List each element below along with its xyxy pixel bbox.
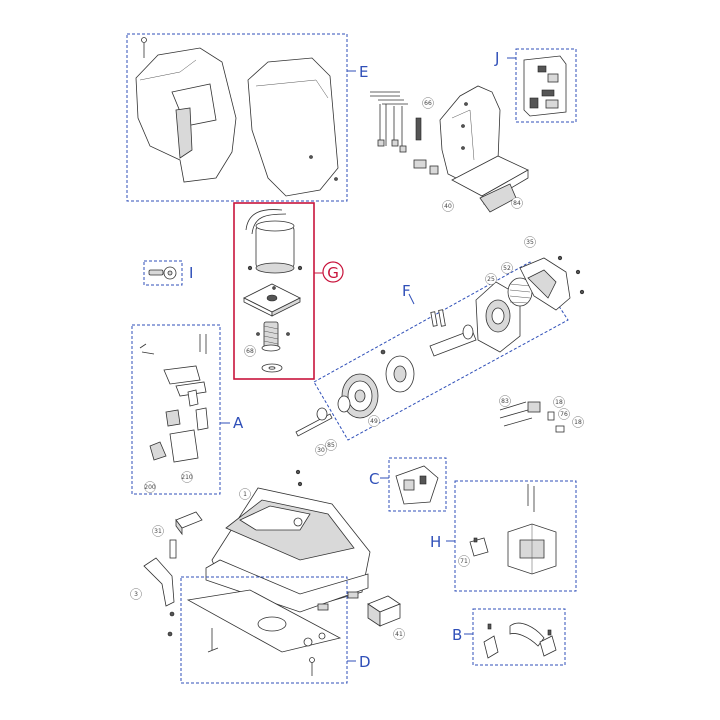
- capacitor-board: [395, 465, 439, 505]
- board-base: [451, 155, 529, 213]
- group-d-outline: [180, 576, 348, 684]
- group-i-label: I: [189, 264, 193, 282]
- limit-switch-parts: 83 18 76 18: [499, 395, 584, 433]
- group-j[interactable]: J: [494, 48, 577, 123]
- group-f-outline: [313, 261, 569, 441]
- group-c[interactable]: C: [369, 457, 447, 512]
- motor: [245, 209, 303, 274]
- part-number-85: 85: [327, 442, 335, 449]
- part-number-30: 30: [317, 447, 325, 454]
- base-housing: [205, 469, 371, 613]
- group-f-label: F: [402, 282, 411, 300]
- part-number-66: 66: [424, 100, 432, 107]
- worm-gear: [256, 321, 290, 352]
- part-number-18b: 18: [574, 419, 582, 426]
- group-j-outline: [515, 48, 577, 123]
- closed-cover: [247, 57, 339, 197]
- group-e-outline: [126, 33, 348, 202]
- transformer: [507, 484, 557, 575]
- part-number-1: 1: [243, 491, 247, 498]
- crown-gear: [337, 373, 379, 419]
- terminal-block: [469, 537, 489, 557]
- release-lever: [143, 539, 177, 607]
- part-number-18a: 18: [555, 399, 563, 406]
- group-a-outline: [131, 324, 221, 495]
- board-housing-parts: 66 40 84: [370, 85, 529, 213]
- group-f[interactable]: F 25: [295, 261, 569, 456]
- part-number-83: 83: [501, 398, 509, 405]
- group-i-outline: [143, 260, 183, 286]
- board-support: [413, 85, 501, 185]
- part-number-210: 210: [181, 474, 193, 481]
- group-i[interactable]: I: [143, 260, 193, 286]
- group-h[interactable]: H 71: [430, 480, 577, 592]
- wiring-harness: [370, 91, 422, 153]
- control-board: [523, 55, 567, 117]
- group-d-label: D: [359, 653, 371, 671]
- pinion-cover-parts: 35 52: [501, 236, 585, 311]
- group-j-label: J: [494, 49, 499, 67]
- base-housing-parts: 1 31 3 41: [130, 469, 405, 640]
- group-h-label: H: [430, 533, 441, 551]
- part-number-200: 200: [144, 484, 156, 491]
- planet-carrier: [380, 349, 415, 393]
- drive-shaft: [429, 309, 477, 357]
- release-parts: [139, 334, 209, 463]
- group-g-label: G: [327, 264, 339, 282]
- part-number-41: 41: [395, 631, 403, 638]
- group-e[interactable]: E: [126, 33, 368, 202]
- part-number-84: 84: [513, 200, 521, 207]
- group-b[interactable]: B: [452, 608, 566, 666]
- base-plate: [186, 589, 342, 676]
- motor-flange: [243, 283, 301, 317]
- group-b-outline: [472, 608, 566, 666]
- group-f-leader: [408, 293, 415, 305]
- group-b-label: B: [452, 626, 462, 644]
- part-number-40: 40: [444, 203, 452, 210]
- pinion-cover: [519, 257, 571, 311]
- shaft-pin: [295, 407, 333, 437]
- cover-screw: [141, 37, 147, 58]
- group-c-label: C: [369, 470, 379, 488]
- part-31: [175, 511, 203, 536]
- part-number-25: 25: [487, 276, 495, 283]
- part-number-52: 52: [503, 265, 511, 272]
- group-a-label: A: [233, 414, 244, 432]
- part-number-68: 68: [246, 348, 254, 355]
- group-g-highlight-ring: [322, 261, 344, 283]
- group-e-label: E: [359, 63, 368, 81]
- output-flange: [475, 281, 521, 353]
- open-cover: [135, 47, 237, 183]
- part-number-71: 71: [460, 558, 468, 565]
- group-g-outline: [233, 202, 315, 380]
- part-number-76: 76: [560, 411, 568, 418]
- motor-washer: [261, 363, 283, 373]
- group-a[interactable]: A 200 210: [131, 324, 244, 495]
- part-number-35: 35: [526, 239, 534, 246]
- group-d[interactable]: D: [180, 576, 371, 684]
- part-number-31: 31: [154, 528, 162, 535]
- limit-magnets: [483, 622, 557, 659]
- group-h-outline: [454, 480, 577, 592]
- release-key: [148, 266, 177, 280]
- part-number-49: 49: [370, 418, 378, 425]
- part-41: [367, 595, 401, 627]
- group-g[interactable]: G 68: [233, 202, 344, 380]
- part-number-3: 3: [134, 591, 138, 598]
